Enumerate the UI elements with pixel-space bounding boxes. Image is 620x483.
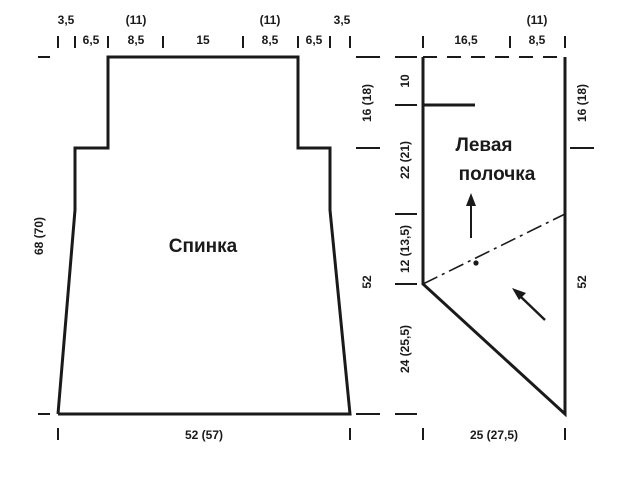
front-right-lower-label: 52 bbox=[575, 275, 589, 289]
back-bottom-width-label: 52 (57) bbox=[185, 428, 223, 442]
front-top-width-label: 16,5 bbox=[454, 33, 478, 47]
front-left-height-label: 22 (21) bbox=[398, 141, 412, 179]
back-title: Спинка bbox=[169, 236, 238, 257]
back-top-width-label: 6,5 bbox=[306, 33, 323, 47]
back-top-width-label: 8,5 bbox=[262, 33, 279, 47]
front-left-height-label: 10 bbox=[398, 74, 412, 88]
back-top-width-label: 8,5 bbox=[128, 33, 145, 47]
back-top-width-label: 6,5 bbox=[83, 33, 100, 47]
back-piece: 3,5 6,5 (11) 8,5 15 (11) 8,5 6,5 3,5 68 … bbox=[32, 13, 380, 442]
back-top-alt-label: (11) bbox=[260, 13, 281, 27]
front-right-upper-label: 16 (18) bbox=[575, 84, 589, 122]
back-top-width-label: 3,5 bbox=[58, 13, 75, 27]
front-left-height-label: 12 (13,5) bbox=[398, 225, 412, 273]
front-title-line1: Левая bbox=[456, 135, 513, 156]
back-top-width-label: 3,5 bbox=[334, 13, 351, 27]
front-bottom-width-label: 25 (27,5) bbox=[470, 428, 518, 442]
back-outline bbox=[56, 55, 352, 416]
front-title-line2: полочка bbox=[459, 164, 536, 185]
front-top-width-label: 8,5 bbox=[529, 33, 546, 47]
back-right-upper-label: 16 (18) bbox=[360, 84, 374, 122]
diagonal-arrow-icon bbox=[512, 288, 546, 321]
back-right-lower-label: 52 bbox=[360, 275, 374, 289]
back-top-width-label: 15 bbox=[196, 33, 210, 47]
front-top-alt-label: (11) bbox=[527, 13, 548, 27]
front-left-height-label: 24 (25,5) bbox=[398, 325, 412, 373]
front-fold-point bbox=[473, 260, 479, 266]
front-outline bbox=[421, 57, 567, 418]
back-left-height-label: 68 (70) bbox=[32, 217, 46, 255]
front-fold-line bbox=[422, 213, 566, 285]
up-arrow-icon bbox=[466, 193, 476, 238]
left-front-piece: 16,5 (11) 8,5 10 22 (21) 12 (13,5) 24 (2… bbox=[395, 13, 594, 442]
back-top-alt-label: (11) bbox=[126, 13, 147, 27]
